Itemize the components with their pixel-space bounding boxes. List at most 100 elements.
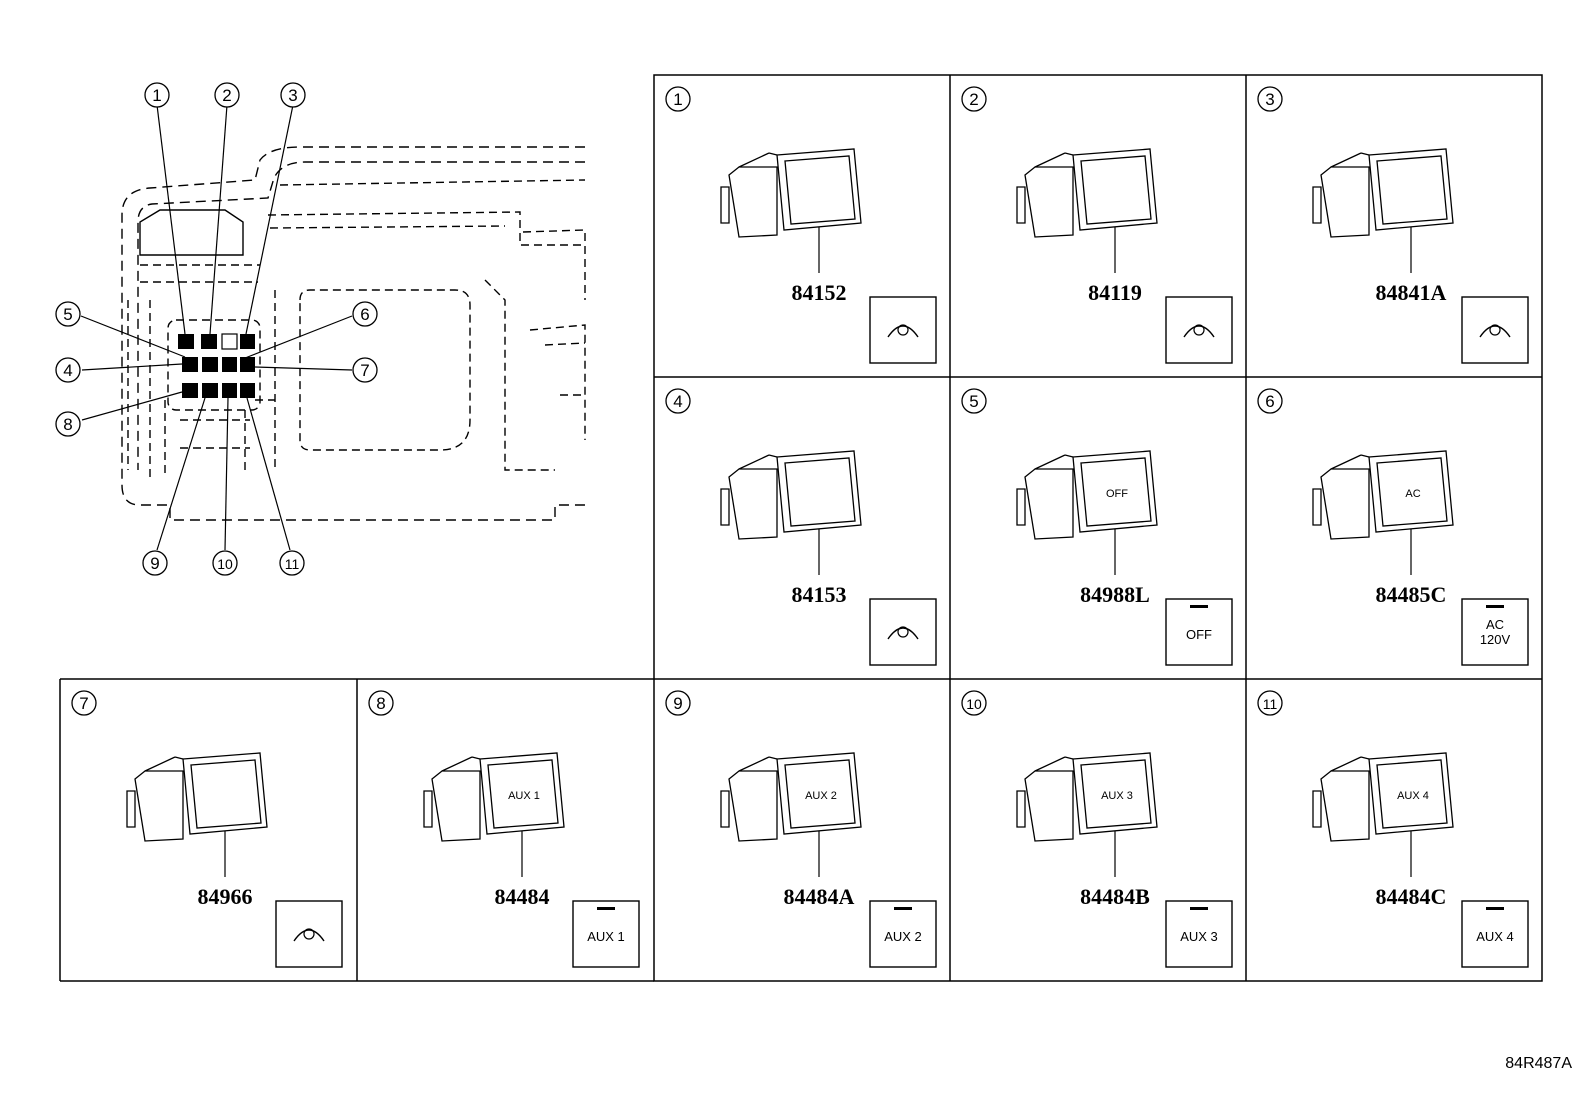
icon-label: AUX 1 — [587, 929, 625, 944]
panel-callout-number: 1 — [673, 90, 682, 109]
svg-text:5: 5 — [63, 305, 72, 324]
callout-9: 9 — [142, 550, 168, 576]
panel-callout: 5 — [961, 388, 987, 414]
panel-callout-number: 11 — [1263, 696, 1278, 712]
panel-callout-number: 6 — [1265, 392, 1274, 411]
parts-panels: 184152284119384841A484153584988LOFFOFF68… — [71, 86, 1529, 968]
part-number: 84484B — [1080, 884, 1150, 909]
switch-cluster — [178, 333, 255, 398]
svg-text:4: 4 — [63, 361, 72, 380]
part-number: 84119 — [1088, 280, 1142, 305]
switch-drawing — [1016, 148, 1158, 238]
panel-callout-number: 3 — [1265, 90, 1274, 109]
part-panel-9: 9 84484A AUX 2 AUX 2 — [665, 690, 937, 968]
icon-label: AUX 4 — [1476, 929, 1514, 944]
part-number: 84484A — [784, 884, 855, 909]
panel-callout: 10 — [961, 690, 987, 716]
callout-10: 10 — [212, 550, 238, 576]
callout-5: 5 — [55, 301, 81, 327]
panel-callout-number: 5 — [969, 392, 978, 411]
panel-callout-number: 4 — [673, 392, 682, 411]
callout-6: 6 — [352, 301, 378, 327]
dimmer-wheel-icon — [869, 296, 937, 364]
panel-callout: 8 — [368, 690, 394, 716]
switch-drawing — [720, 450, 862, 540]
part-panel-1: 1 84152 — [665, 86, 937, 364]
switch-face-label: AUX 2 — [805, 790, 837, 802]
part-number: 84966 — [198, 884, 253, 909]
switch-drawing — [1016, 450, 1158, 540]
panel-callout-number: 2 — [969, 90, 978, 109]
overview-callouts: 1 2 3 5 4 8 6 7 9 10 11 — [55, 82, 378, 576]
svg-text:1: 1 — [152, 86, 161, 105]
panel-callout: 7 — [71, 690, 97, 716]
part-number: 84841A — [1376, 280, 1447, 305]
panel-callout: 11 — [1257, 690, 1283, 716]
svg-text:10: 10 — [217, 556, 233, 572]
part-number: 84485C — [1376, 582, 1447, 607]
panel-callout: 3 — [1257, 86, 1283, 112]
traction-control-off-icon: OFF — [1165, 598, 1233, 666]
svg-text:9: 9 — [150, 554, 159, 573]
icon-label: OFF — [1186, 627, 1212, 642]
reference-code: 84R487A — [1505, 1055, 1572, 1072]
switch-drawing — [1312, 148, 1454, 238]
aux-icon: AUX 1 — [572, 900, 640, 968]
callout-4: 4 — [55, 357, 81, 383]
part-panel-7: 7 84966 — [71, 690, 343, 968]
callout-8: 8 — [55, 411, 81, 437]
panel-callout-number: 7 — [79, 694, 88, 713]
icon-label: AUX 2 — [884, 929, 922, 944]
part-panel-3: 3 84841A — [1257, 86, 1529, 364]
switch-drawing — [423, 752, 565, 842]
svg-text:6: 6 — [360, 305, 369, 324]
switch-face-label: AUX 1 — [508, 790, 540, 802]
icon-label: AUX 3 — [1180, 929, 1218, 944]
switch-drawing — [720, 148, 862, 238]
svg-text:11: 11 — [285, 556, 300, 572]
part-number: 84153 — [792, 582, 847, 607]
switch-drawing — [126, 752, 268, 842]
panel-callout: 1 — [665, 86, 691, 112]
part-panel-4: 4 84153 — [665, 388, 937, 666]
panel-callout-number: 9 — [673, 694, 682, 713]
svg-text:2: 2 — [222, 86, 231, 105]
dashboard-overview — [121, 146, 586, 521]
callout-1: 1 — [144, 82, 170, 108]
panel-callout: 9 — [665, 690, 691, 716]
auto-high-beam-icon — [869, 598, 937, 666]
switch-face-label: AUX 3 — [1101, 790, 1133, 802]
callout-11: 11 — [279, 550, 305, 576]
panel-callout: 4 — [665, 388, 691, 414]
svg-text:8: 8 — [63, 415, 72, 434]
fuel-door-icon — [1461, 296, 1529, 364]
headlamp-leveling-icon — [1165, 296, 1233, 364]
part-number: 84988L — [1080, 582, 1150, 607]
callout-2: 2 — [214, 82, 240, 108]
part-panel-11: 11 84484C AUX 4 AUX 4 — [1257, 690, 1529, 968]
part-panel-10: 10 84484B AUX 3 AUX 3 — [961, 690, 1233, 968]
overview-leaders — [80, 104, 353, 551]
aux-icon: AUX 4 — [1461, 900, 1529, 968]
callout-3: 3 — [280, 82, 306, 108]
part-number: 84484C — [1376, 884, 1447, 909]
part-panel-2: 2 84119 — [961, 86, 1233, 364]
panel-callout-number: 10 — [966, 696, 982, 712]
switch-face-label: AUX 4 — [1397, 790, 1429, 802]
switch-drawing — [1016, 752, 1158, 842]
svg-text:3: 3 — [288, 86, 297, 105]
switch-drawing — [1312, 450, 1454, 540]
panel-callout: 6 — [1257, 388, 1283, 414]
parts-grid-frame — [59, 74, 1543, 982]
part-number: 84152 — [792, 280, 847, 305]
part-number: 84484 — [495, 884, 550, 909]
switch-drawing — [1312, 752, 1454, 842]
switch-face-label: AC — [1405, 488, 1420, 500]
switch-drawing — [720, 752, 862, 842]
svg-text:7: 7 — [360, 361, 369, 380]
